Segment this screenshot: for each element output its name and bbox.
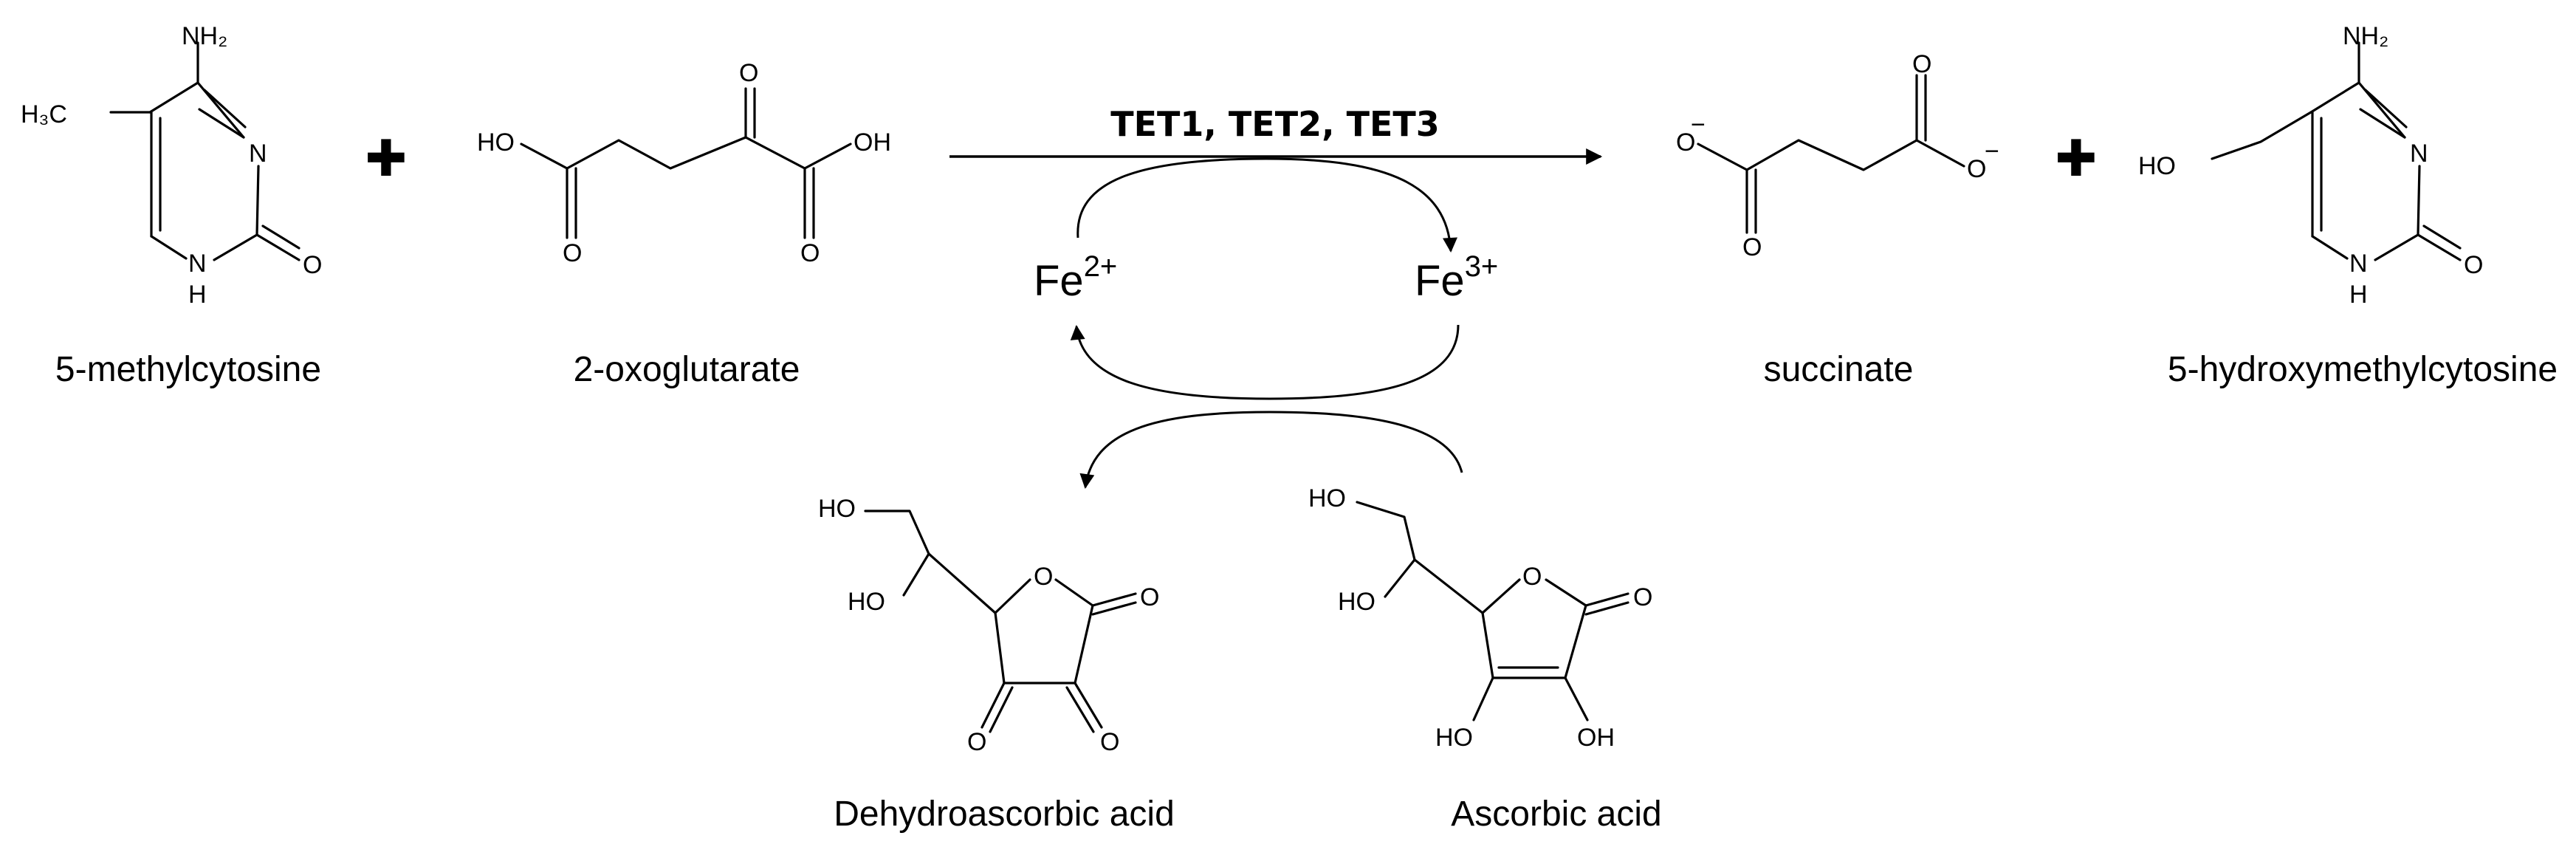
name-5-methylcytosine: 5-methylcytosine <box>55 350 321 389</box>
o-label: O <box>1522 563 1542 591</box>
ho-label: HO <box>477 128 515 157</box>
o-label: O <box>2464 251 2483 279</box>
n-label: N <box>2410 140 2428 168</box>
main-reaction-arrow: TET1, TET2, TET3 <box>949 104 1603 165</box>
oh-label: OH <box>1577 724 1615 752</box>
molecule-5-methylcytosine: NH₂ H₃C N O N H 5-methylcytosine <box>21 22 322 389</box>
structure-succinate <box>1697 74 1965 234</box>
fe2-label: Fe2+ <box>1034 250 1117 305</box>
molecule-5-hydroxymethylcytosine: NH₂ HO N O N H 5-hydroxymethylcytosine <box>2138 22 2558 389</box>
molecule-dehydroascorbic-acid: HO HO O O O O Dehydroascorbic acid <box>818 495 1175 834</box>
ascorbate-arrow <box>1079 411 1463 489</box>
o-label: O <box>1034 563 1053 591</box>
ho-label: HO <box>1338 588 1375 616</box>
o-label: O <box>739 59 758 87</box>
ho-label: HO <box>848 588 885 616</box>
n-label: N <box>188 250 207 278</box>
molecule-ascorbic-acid: HO HO O O HO OH Ascorbic acid <box>1308 484 1662 834</box>
structure-ascorbic-acid <box>1356 501 1629 721</box>
ho-label: HO <box>1435 724 1473 752</box>
name-succinate: succinate <box>1764 350 1914 389</box>
o-label: O <box>800 239 820 267</box>
ho-label: HO <box>818 495 856 523</box>
name-2-oxoglutarate: 2-oxoglutarate <box>574 350 800 389</box>
structure-5-methylcytosine <box>109 41 300 261</box>
o-label: O <box>563 239 582 267</box>
fe3-label: Fe3+ <box>1415 250 1498 305</box>
minus-sign: − <box>1691 111 1706 139</box>
o-label: O <box>1742 233 1762 261</box>
minus-sign: − <box>1985 137 1999 165</box>
structure-5-hydroxymethylcytosine <box>2211 41 2462 261</box>
name-ascorbic-acid: Ascorbic acid <box>1451 795 1661 834</box>
nh2-label: NH₂ <box>2343 22 2388 50</box>
plus-icon: ✚ <box>365 131 408 187</box>
name-5-hydroxymethylcytosine: 5-hydroxymethylcytosine <box>2168 350 2558 389</box>
nh2-label: NH₂ <box>182 22 227 50</box>
h3c-label: H₃C <box>21 100 67 128</box>
o-label: O <box>1140 583 1159 611</box>
h-label: H <box>2349 281 2368 309</box>
name-dehydroascorbic-acid: Dehydroascorbic acid <box>834 795 1175 834</box>
o-minus-label: O <box>1967 155 1986 183</box>
o-label: O <box>1912 50 1931 78</box>
enzymes-label: TET1, TET2, TET3 <box>1110 104 1440 144</box>
molecule-2-oxoglutarate: HO OH O O O 2-oxoglutarate <box>477 59 891 389</box>
ho-label: HO <box>2138 152 2176 180</box>
structure-dehydroascorbic-acid <box>864 510 1137 733</box>
n-label: N <box>249 140 267 168</box>
o-label: O <box>303 251 322 279</box>
o-label: O <box>967 728 986 756</box>
ho-label: HO <box>1308 484 1346 512</box>
structure-2-oxoglutarate <box>520 87 852 239</box>
o-minus-label: O <box>1676 128 1695 157</box>
plus-icon: ✚ <box>2055 131 2098 187</box>
iron-cycle: Fe2+ Fe3+ <box>1034 157 1498 400</box>
oh-label: OH <box>853 128 891 157</box>
molecule-succinate: O − O − O O succinate <box>1676 50 1999 389</box>
o-label: O <box>1633 583 1652 611</box>
o-label: O <box>1100 728 1119 756</box>
h-label: H <box>188 281 207 309</box>
n-label: N <box>2349 250 2368 278</box>
